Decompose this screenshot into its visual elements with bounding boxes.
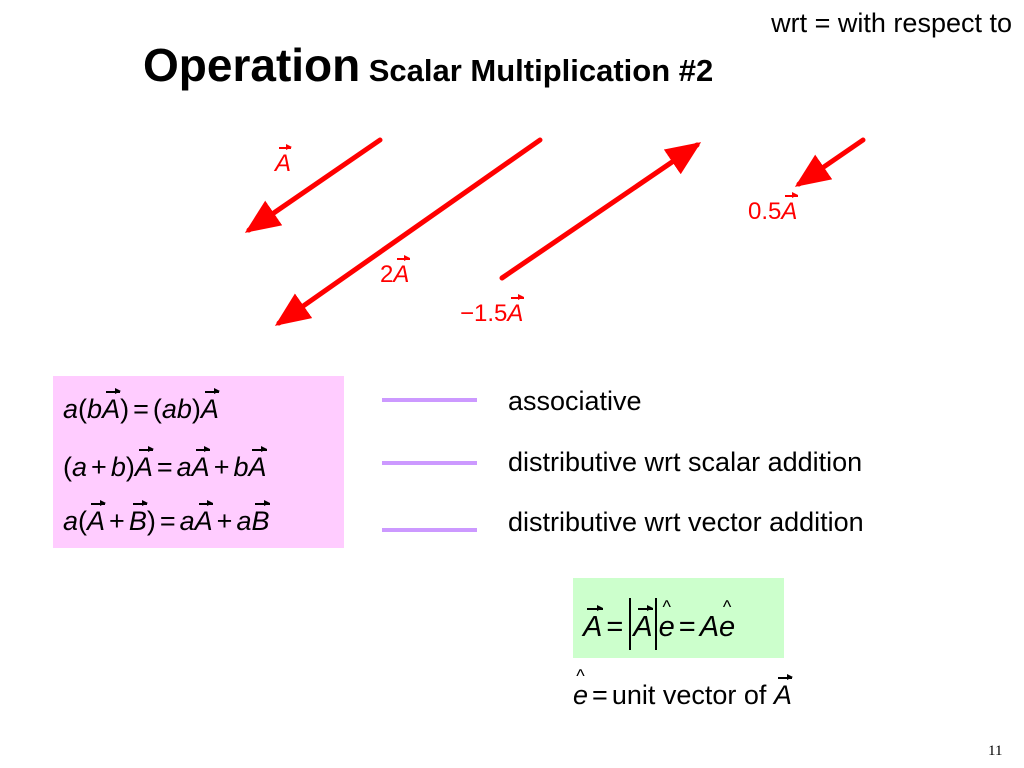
unit-vector-equation: A=Ae=Ae [583,598,735,650]
unit-vector-definition: e=unit vector of A [573,674,793,711]
unit-vector-text: unit vector of [611,680,767,710]
connector-line-associative [382,398,477,402]
arrow-0-5a [794,137,866,187]
label-0-5a: 0.5A [748,192,799,225]
vector-arrows-diagram [244,137,866,326]
equation-distributive-vector: a(A+B)=aA+aB [63,500,271,536]
property-associative: associative [508,386,642,416]
arrow-a [244,137,383,233]
connector-line-distributive-vector [382,528,477,532]
title-main: Operation [143,39,361,91]
arrow-neg-1-5a [499,142,702,281]
slide-title: Operation Scalar Multiplication #2 [143,38,713,92]
property-distributive-vector: distributive wrt vector addition [508,507,864,537]
label-a: A [275,144,292,177]
property-distributive-scalar: distributive wrt scalar addition [508,447,863,477]
equations-box: a(bA)=(ab)A (a+b)A=aA+bA a(A+B)=aA+aB [53,376,344,548]
unit-vector-box: A=Ae=Ae [573,578,784,658]
page-number: 11 [988,743,1003,759]
label-neg-1-5a: −1.5A [460,294,525,327]
equation-distributive-scalar: (a+b)A=aA+bA [63,446,268,482]
wrt-note: wrt = with respect to [771,8,1012,38]
title-sub: Scalar Multiplication #2 [368,53,714,88]
label-2a: 2A [380,255,411,288]
arrow-2a [274,137,543,326]
connector-line-distributive-scalar [382,461,477,465]
equation-associative: a(bA)=(ab)A [63,388,220,424]
